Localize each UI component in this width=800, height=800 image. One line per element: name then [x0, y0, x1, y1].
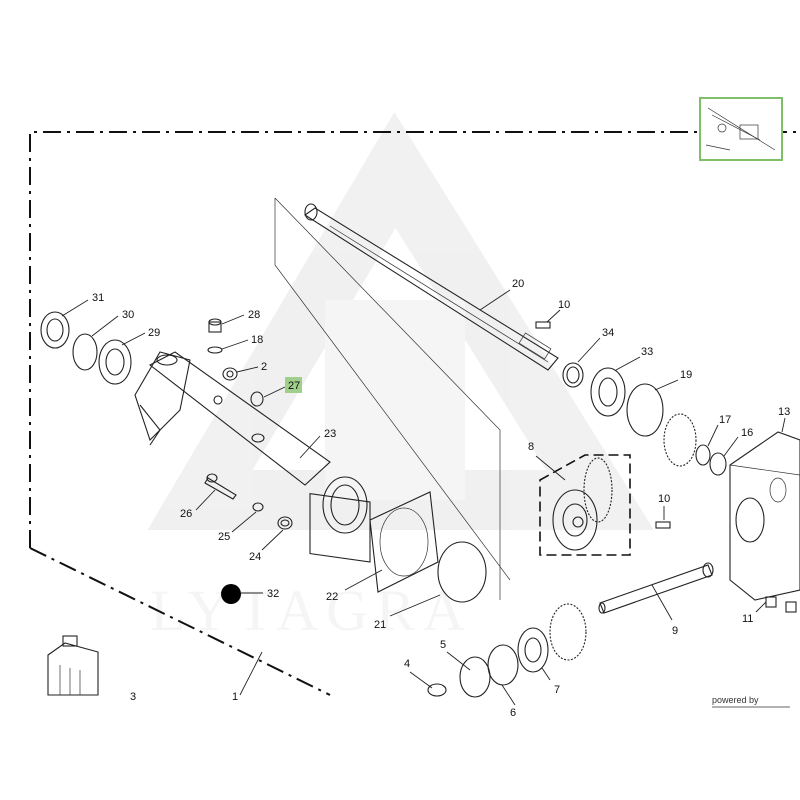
callout-27[interactable]: 27 — [288, 380, 300, 392]
fitting-27[interactable] — [250, 391, 264, 407]
seal-31[interactable] — [40, 311, 70, 349]
callout-23[interactable]: 23 — [324, 428, 336, 440]
callout-8[interactable]: 8 — [528, 441, 534, 453]
o-ring-18[interactable] — [207, 346, 223, 354]
callout-17[interactable]: 17 — [719, 414, 731, 426]
shaft-9[interactable] — [598, 562, 714, 614]
callout-26[interactable]: 26 — [180, 508, 192, 520]
callout-28[interactable]: 28 — [248, 309, 260, 321]
sealant-32[interactable] — [221, 584, 241, 604]
fluid-container-3[interactable] — [47, 635, 99, 696]
callout-20[interactable]: 20 — [512, 278, 524, 290]
nut-2[interactable] — [222, 367, 238, 381]
callout-30[interactable]: 30 — [122, 309, 134, 321]
callout-10-lower[interactable]: 10 — [658, 493, 670, 505]
powered-by-label: powered by — [712, 695, 759, 705]
bearing-29[interactable] — [98, 339, 132, 385]
seal-4[interactable] — [427, 683, 447, 697]
callout-4[interactable]: 4 — [404, 658, 410, 670]
callout-24[interactable]: 24 — [249, 551, 261, 563]
screw-11[interactable] — [765, 596, 797, 613]
callout-25[interactable]: 25 — [218, 531, 230, 543]
callout-6[interactable]: 6 — [510, 707, 516, 719]
key-10-upper[interactable] — [535, 321, 551, 329]
axle-housing-23[interactable] — [134, 351, 371, 563]
leader-lines — [61, 289, 786, 706]
callout-11[interactable]: 11 — [742, 613, 753, 625]
shaft-20[interactable] — [304, 203, 559, 371]
sleeve-34[interactable] — [562, 362, 584, 388]
assembly-boundary — [29, 131, 800, 696]
overview-thumbnail[interactable] — [699, 97, 783, 161]
watermark: LYTAGRA — [147, 112, 654, 643]
bevel-gear-lower[interactable] — [549, 603, 587, 661]
bearing-7[interactable] — [517, 627, 549, 673]
snap-ring-30[interactable] — [72, 333, 98, 371]
callout-13[interactable]: 13 — [778, 406, 790, 418]
washer-17[interactable] — [695, 444, 711, 466]
washer-25[interactable] — [252, 502, 264, 512]
bearing-33[interactable] — [590, 367, 626, 417]
watermark-text: LYTAGRA — [150, 578, 473, 643]
callout-27-highlight — [285, 377, 302, 393]
callout-22[interactable]: 22 — [326, 591, 338, 603]
callout-34[interactable]: 34 — [602, 327, 614, 339]
callout-16[interactable]: 16 — [741, 427, 753, 439]
assembly-plane — [274, 197, 511, 600]
callout-33[interactable]: 33 — [641, 346, 653, 358]
callout-18[interactable]: 18 — [251, 334, 263, 346]
bolt-26[interactable] — [204, 473, 237, 500]
snap-ring-5[interactable] — [459, 656, 491, 698]
callout-32[interactable]: 32 — [267, 588, 279, 600]
callout-2[interactable]: 2 — [261, 361, 267, 373]
gasket-22[interactable] — [369, 491, 439, 593]
key-10-lower[interactable] — [655, 521, 671, 529]
callout-21[interactable]: 21 — [374, 619, 386, 631]
callout-31[interactable]: 31 — [92, 292, 104, 304]
callouts: 31 30 29 28 18 2 27 23 26 25 24 32 20 10… — [92, 278, 790, 719]
callout-3[interactable]: 3 — [130, 691, 136, 703]
gear-upper[interactable] — [663, 413, 697, 467]
callout-1[interactable]: 1 — [232, 691, 238, 703]
footer-credit: powered by — [712, 695, 790, 708]
washer-16[interactable] — [709, 452, 727, 476]
callout-9[interactable]: 9 — [672, 625, 678, 637]
snap-ring-19[interactable] — [626, 383, 664, 437]
callout-7[interactable]: 7 — [554, 684, 560, 696]
callout-5[interactable]: 5 — [440, 639, 446, 651]
snap-ring-6[interactable] — [487, 644, 519, 686]
gear-set-8[interactable] — [539, 454, 631, 556]
callout-10-upper[interactable]: 10 — [558, 299, 570, 311]
callout-29[interactable]: 29 — [148, 327, 160, 339]
plug-28[interactable] — [208, 318, 222, 333]
o-ring-21[interactable] — [437, 541, 487, 603]
gearbox-housing-13[interactable] — [729, 431, 800, 601]
bushing-24[interactable] — [277, 516, 293, 530]
callout-19[interactable]: 19 — [680, 369, 692, 381]
